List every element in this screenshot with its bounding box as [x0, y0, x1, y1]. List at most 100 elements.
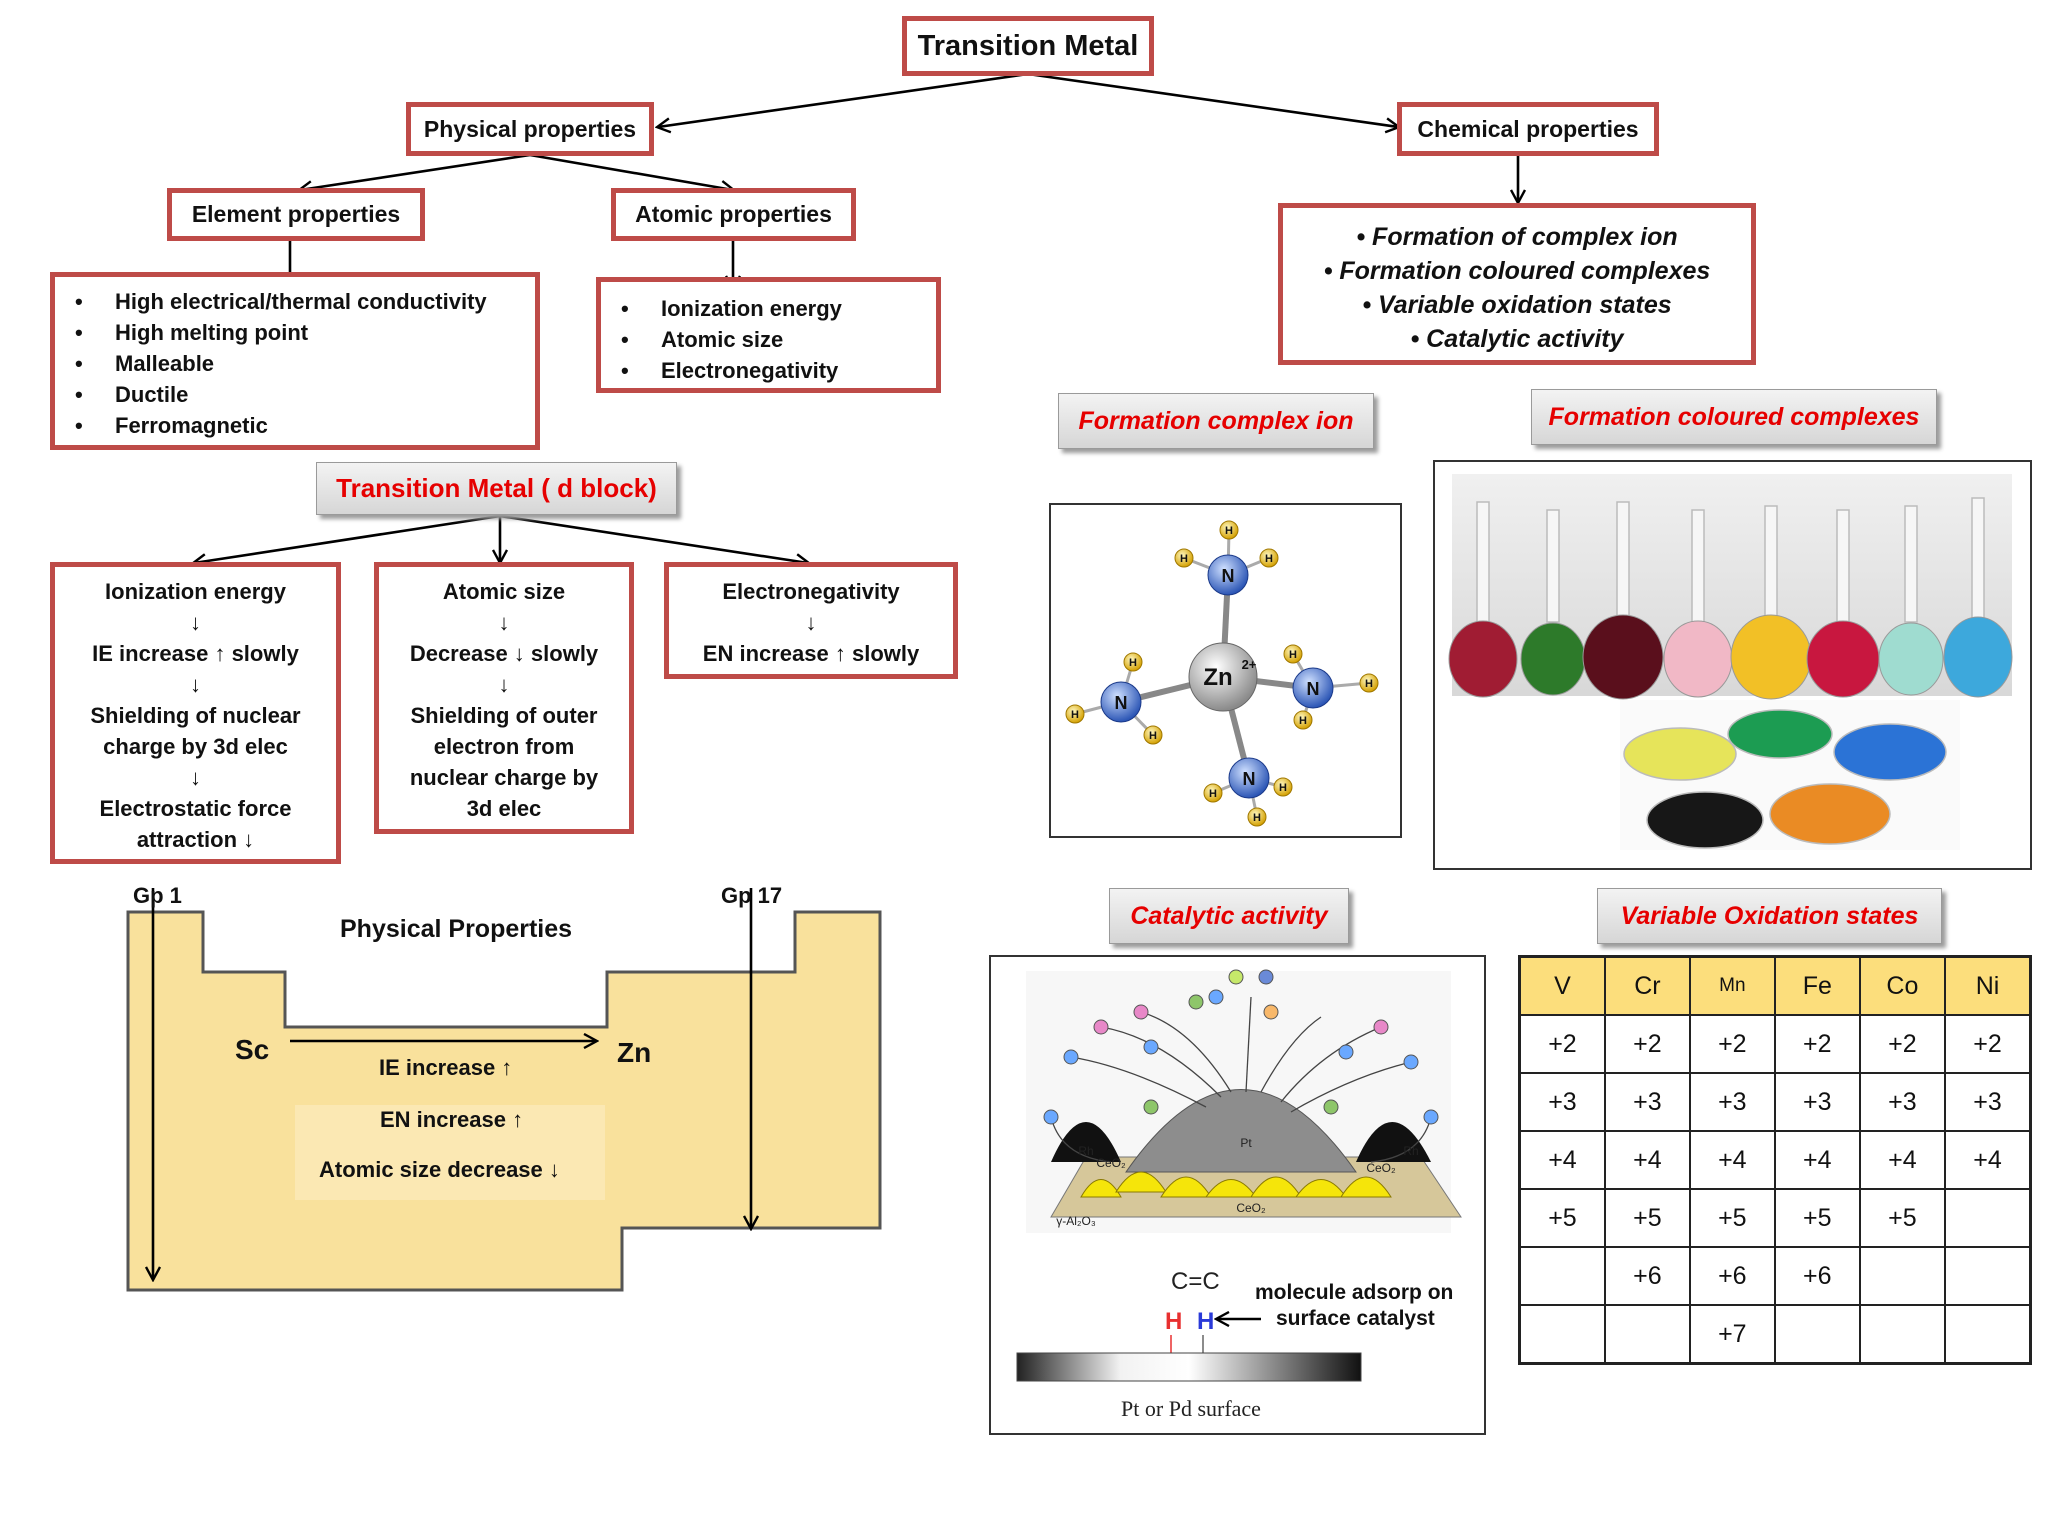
- list-item: High electrical/thermal conductivity: [55, 286, 535, 317]
- h-atom-label: H: [1253, 812, 1261, 824]
- list-item: Ionization energy: [601, 293, 936, 324]
- table-row: +5 +5 +5 +5 +5: [1518, 1188, 2032, 1248]
- atomic-size-box: Atomic size ↓ Decrease ↓ slowly ↓ Shield…: [374, 562, 634, 834]
- ceo2-label: CeO₂: [1096, 1156, 1126, 1170]
- element-properties-title: Element properties: [191, 201, 401, 227]
- ionization-energy-box: Ionization energy ↓ IE increase ↑ slowly…: [50, 562, 341, 864]
- table-cell: +5: [1518, 1188, 1606, 1248]
- zn-center-label: Zn: [1203, 664, 1232, 691]
- physical-properties-title: Physical properties: [423, 115, 637, 142]
- n-atom-label: N: [1243, 769, 1256, 789]
- catalyst-note-line1: molecule adsorp on: [1255, 1281, 1453, 1304]
- catalyst-note-line2: surface catalyst: [1276, 1307, 1435, 1330]
- formation-complex-ion-label: Formation complex ion: [1058, 393, 1374, 449]
- col-line: Electronegativity: [722, 579, 900, 604]
- physical-properties-box: Physical properties: [406, 102, 654, 156]
- col-line: EN increase ↑ slowly: [702, 641, 920, 666]
- col-line: Electrostatic force: [99, 796, 292, 821]
- table-cell: [1858, 1246, 1946, 1306]
- metal-surface-bar: [1016, 1352, 1362, 1382]
- h-atom-label: H: [1180, 553, 1188, 565]
- h-atom-label: H: [1209, 788, 1217, 800]
- list-item: Atomic size: [601, 324, 936, 355]
- sc-label: Sc: [235, 1034, 270, 1065]
- h-atom-label: H: [1071, 709, 1079, 721]
- table-header: Co: [1858, 955, 1946, 1016]
- ceo2-label: CeO₂: [1366, 1161, 1396, 1175]
- list-item: • Catalytic activity: [1410, 325, 1624, 353]
- table-header: Cr: [1603, 955, 1691, 1016]
- h-atom-label: H: [1365, 678, 1373, 690]
- h-atom-label: H: [1149, 730, 1157, 742]
- alkene-label: C=C: [1171, 1268, 1220, 1295]
- table-cell: [1943, 1246, 2032, 1306]
- table-cell: +4: [1688, 1130, 1776, 1190]
- table-row: +3 +3 +3 +3 +3 +3: [1518, 1072, 2032, 1132]
- list-item: • Variable oxidation states: [1362, 291, 1672, 319]
- n-atom-label: N: [1222, 566, 1235, 586]
- table-row: +6 +6 +6: [1518, 1246, 2032, 1306]
- col-line: ↓: [498, 672, 510, 697]
- zn-ammine-complex-icon: N N N N Zn 2+ H H H H H H H H H H H H: [1065, 520, 1379, 827]
- catalytic-converter-diagram: Pt CeO₂ CeO₂ CeO₂ Rh Rh γ-Al₂O₃ C=C H H …: [1016, 969, 1462, 1421]
- col-line: 3d elec: [466, 796, 542, 821]
- h-atom-blue: H: [1197, 1308, 1214, 1335]
- coloured-flasks-and-powders-icon: [1448, 474, 2013, 850]
- complex-ion-image: N N N N Zn 2+ H H H H H H H H H H H H: [1049, 503, 1402, 838]
- table-cell: +3: [1858, 1072, 1946, 1132]
- periodic-table-outline: [126, 910, 882, 1292]
- chemical-properties-list: • Formation of complex ion • Formation c…: [1283, 220, 1751, 356]
- table-cell: [1943, 1188, 2032, 1248]
- table-cell: +3: [1603, 1072, 1691, 1132]
- table-cell: [1943, 1304, 2032, 1365]
- table-cell: +2: [1688, 1014, 1776, 1074]
- table-cell: +7: [1688, 1304, 1776, 1365]
- atomic-properties-list: Ionization energy Atomic size Electroneg…: [601, 293, 936, 386]
- table-header: V: [1518, 955, 1606, 1016]
- table-row: +4 +4 +4 +4 +4 +4: [1518, 1130, 2032, 1190]
- table-cell: +2: [1773, 1014, 1861, 1074]
- ceo2-label: CeO₂: [1236, 1201, 1266, 1215]
- list-item: • Formation coloured complexes: [1323, 257, 1711, 285]
- col-line: IE increase ↑ slowly: [92, 641, 299, 666]
- pt-label: Pt: [1240, 1136, 1252, 1150]
- al2o3-label: γ-Al₂O₃: [1056, 1214, 1096, 1228]
- table-cell: +5: [1688, 1188, 1776, 1248]
- periodic-title: Physical Properties: [340, 915, 573, 943]
- table-cell: +4: [1518, 1130, 1606, 1190]
- rh-label: Rh: [1078, 1144, 1093, 1158]
- table-cell: +3: [1943, 1072, 2032, 1132]
- element-properties-list-box: High electrical/thermal conductivity Hig…: [50, 272, 540, 450]
- n-atom-label: N: [1307, 679, 1320, 699]
- en-increase-label: EN increase ↑: [380, 1107, 524, 1132]
- oxidation-states-table: V Cr Mn Fe Co Ni +2 +2 +2 +2 +2 +2 +3 +3…: [1518, 955, 2032, 1365]
- col-line: electron from: [433, 734, 575, 759]
- zn-label: Zn: [617, 1037, 652, 1068]
- atomic-properties-box: Atomic properties: [611, 188, 856, 241]
- col-line: Atomic size: [442, 579, 566, 604]
- coloured-complexes-image: [1433, 460, 2032, 870]
- formation-coloured-complexes-label: Formation coloured complexes: [1531, 389, 1937, 445]
- table-cell: +5: [1858, 1188, 1946, 1248]
- gp1-label: Gp 1: [133, 883, 182, 908]
- table-cell: +4: [1943, 1130, 2032, 1190]
- table-cell: +2: [1943, 1014, 2032, 1074]
- list-item: Ductile: [55, 379, 535, 410]
- table-cell: [1518, 1246, 1606, 1306]
- col-line: Decrease ↓ slowly: [409, 641, 599, 666]
- col-line: Ionization energy: [105, 579, 286, 604]
- catalytic-activity-image: Pt CeO₂ CeO₂ CeO₂ Rh Rh γ-Al₂O₃ C=C H H …: [989, 955, 1486, 1435]
- n-atom-label: N: [1115, 693, 1128, 713]
- catalytic-activity-label: Catalytic activity: [1109, 888, 1349, 944]
- table-cell: +5: [1773, 1188, 1861, 1248]
- h-atom-label: H: [1225, 525, 1233, 537]
- table-cell: +6: [1688, 1246, 1776, 1306]
- table-header: Fe: [1773, 955, 1861, 1016]
- table-cell: +2: [1518, 1014, 1606, 1074]
- col-line: Shielding of outer: [410, 703, 598, 728]
- table-cell: +2: [1858, 1014, 1946, 1074]
- table-cell: +6: [1603, 1246, 1691, 1306]
- col-line: ↓: [805, 610, 817, 635]
- element-properties-box: Element properties: [167, 188, 425, 241]
